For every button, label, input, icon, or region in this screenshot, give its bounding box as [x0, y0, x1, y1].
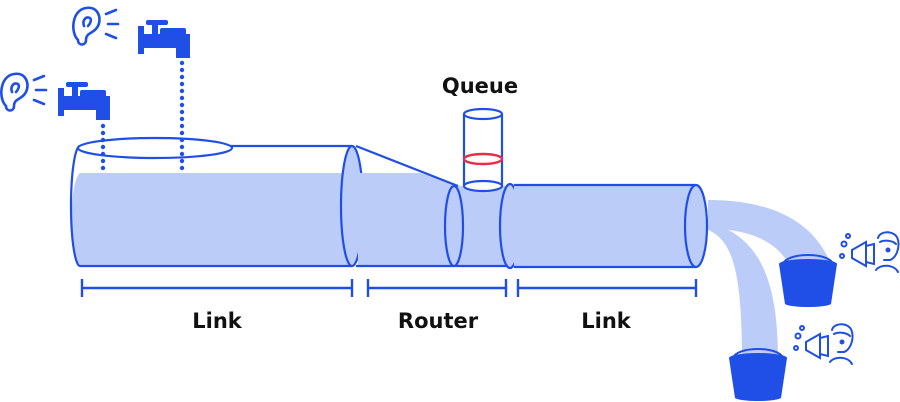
outflow-stream-bottom: [708, 222, 778, 360]
link-left-top-opening: [76, 136, 234, 160]
drops-top-faucet: [179, 60, 185, 171]
link-right-label: Link: [581, 309, 632, 333]
ear-icon: [72, 6, 120, 46]
faucet-icon: [138, 20, 190, 58]
link-right-end-ring: [683, 183, 709, 269]
queue-tube: [462, 107, 504, 193]
water-drops: [100, 60, 185, 171]
ear-icon: [0, 72, 48, 112]
queue-top-rim: [462, 107, 504, 121]
bucket-icon: [729, 348, 787, 401]
megaphone-person-icon: [793, 323, 854, 365]
queue-label: Queue: [442, 74, 518, 98]
link-left-label: Link: [192, 309, 243, 333]
link-pipe-left: [69, 136, 365, 268]
outflow-stream-top: [708, 200, 830, 270]
dimension-bracket-link-right: [516, 279, 698, 297]
queue-level-ring: [462, 152, 504, 166]
megaphone-person-icon: [839, 231, 900, 273]
queue-bottom-rim: [462, 179, 504, 193]
outflow-streams: [708, 200, 830, 360]
bucket-icon: [779, 254, 837, 307]
faucet-icon: [58, 82, 110, 120]
link-right-water: [514, 185, 696, 267]
router-ring-left: [443, 184, 465, 268]
dimension-bracket-router: [366, 279, 508, 297]
link-pipe-right: [514, 183, 709, 269]
router-label: Router: [398, 309, 479, 333]
drops-left-faucet: [100, 123, 106, 171]
router: [355, 144, 522, 270]
dimension-bracket-link-left: [80, 279, 354, 297]
link-left-water: [71, 173, 355, 266]
router-water: [358, 173, 508, 266]
